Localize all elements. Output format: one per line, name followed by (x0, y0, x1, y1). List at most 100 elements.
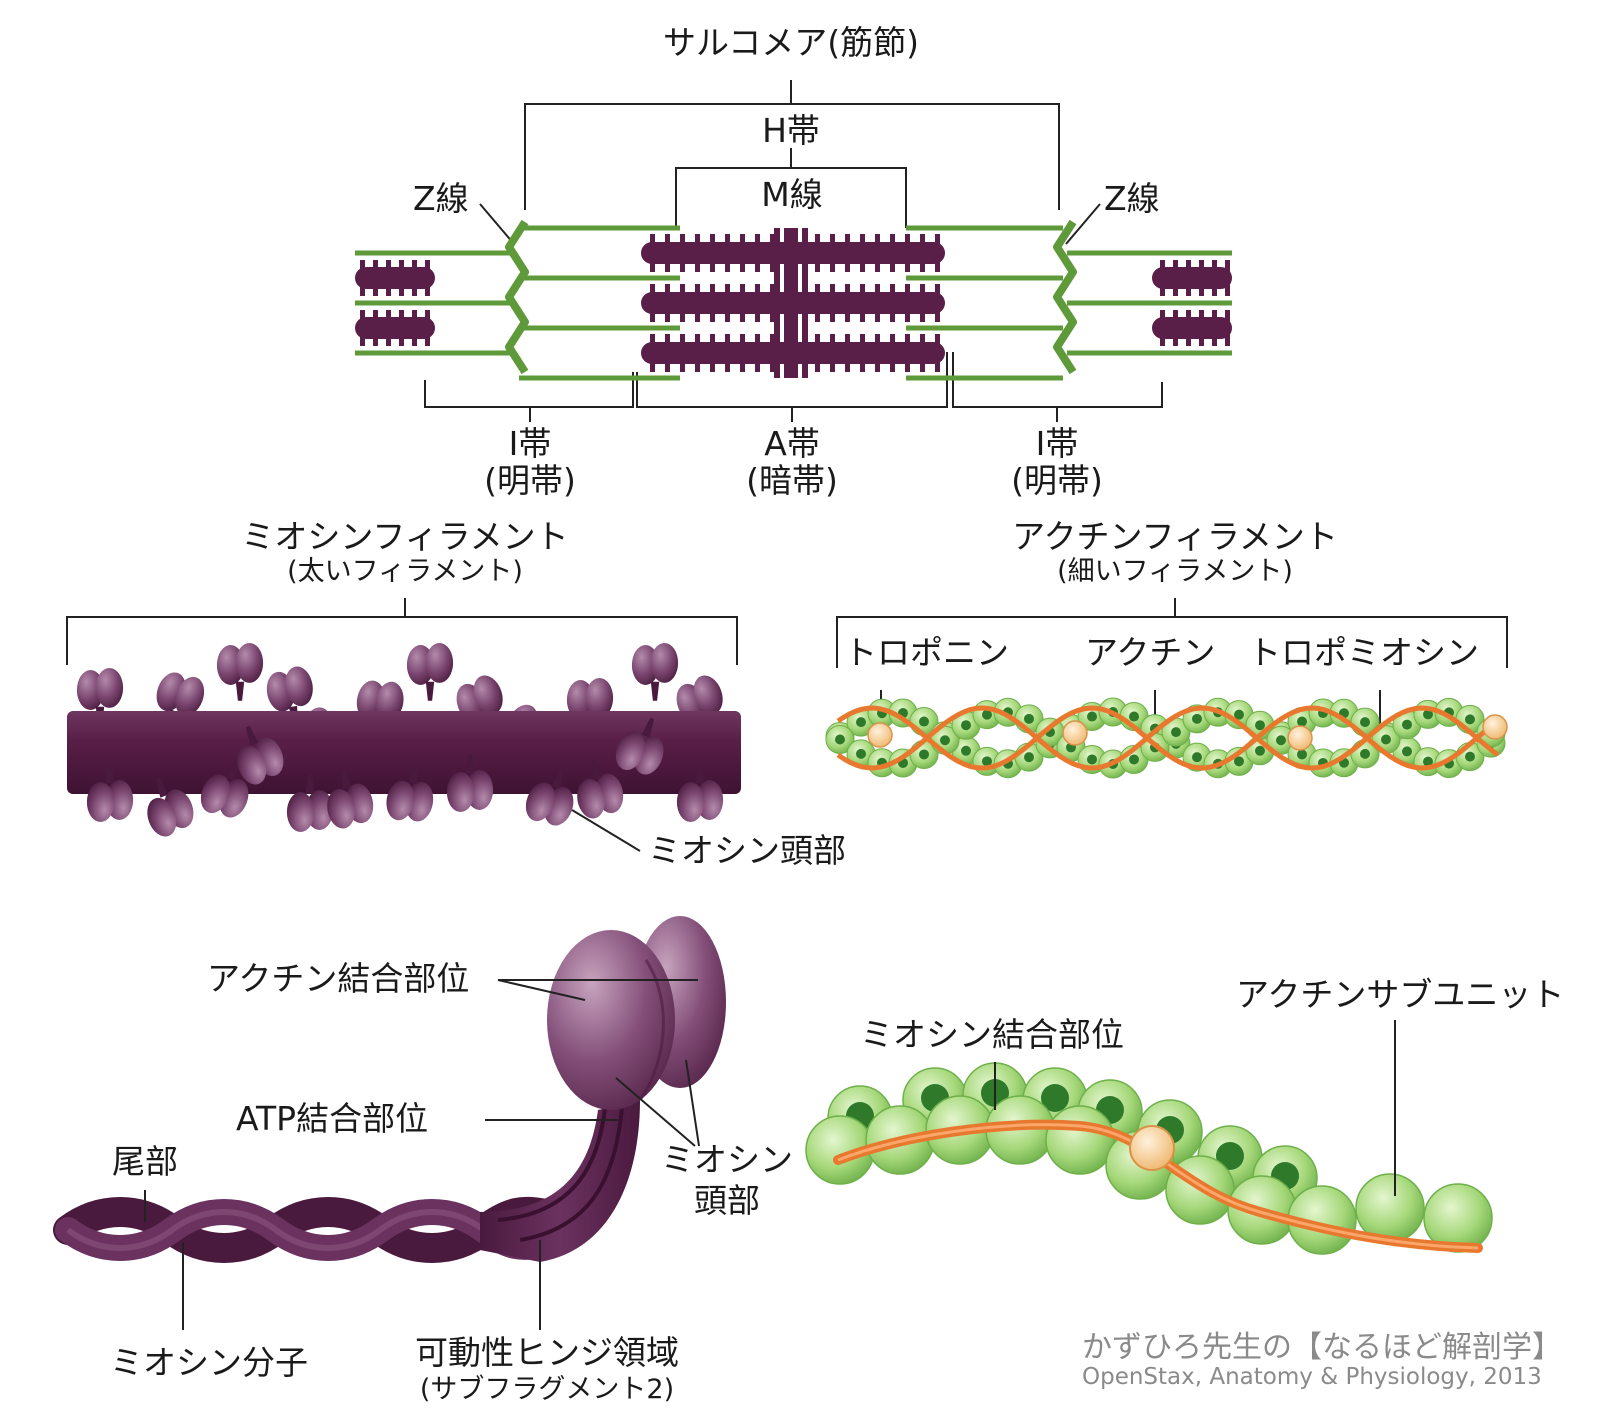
actin-bead-core (835, 734, 845, 745)
hinge-region-label: 可動性ヒンジ領域 (415, 1333, 679, 1372)
myosin-binding-site (1216, 1142, 1244, 1170)
myosin-head-stub (695, 284, 700, 322)
troponin-bead (867, 722, 893, 748)
myosin-head (147, 777, 194, 837)
myosin-head-stub (1173, 260, 1178, 296)
myosin-head-stub (920, 284, 925, 322)
myosin-head-stub (695, 334, 700, 372)
myosin-head-stub (386, 260, 391, 296)
thin-filament-subtitle: (細いフィラメント) (1057, 556, 1293, 587)
myosin-head-stub (710, 284, 715, 322)
actin-bead-core (1360, 748, 1370, 759)
sarcomere-brackets (424, 80, 1163, 422)
actin-bead-core (1465, 714, 1475, 725)
actin-bead-core (1297, 716, 1307, 727)
actin-bead-core (961, 720, 971, 731)
actin-bead-core (982, 709, 992, 720)
myosin-head-lobe (237, 745, 267, 785)
actin-thin-filaments (355, 225, 1232, 381)
actin-bead-core (1192, 713, 1202, 724)
actin-bead-core (919, 749, 929, 760)
myosin-head-neck (226, 760, 240, 781)
myosin-head-stub (740, 234, 745, 272)
myosin-head-stub (399, 260, 404, 296)
myosin-head-lobe (327, 788, 355, 829)
myosin-head-stub (815, 284, 820, 322)
myosin-head-stub (860, 234, 865, 272)
m-line-bar (802, 228, 808, 378)
myosin-head (406, 642, 454, 701)
actin-bead-core (1234, 756, 1244, 767)
myosin-molecule-label: ミオシン分子 (110, 1343, 308, 1382)
myosin-head-stub (1212, 310, 1217, 346)
a-band-label: A帯 (764, 424, 820, 463)
myosin-head-lobe (86, 782, 115, 823)
i-band-left-label: I帯 (508, 424, 552, 463)
myosin-head-stub (1186, 310, 1191, 346)
myosin-head-stub (890, 334, 895, 372)
myosin-head-lobe (585, 677, 614, 718)
myosin-head-stub (360, 310, 365, 346)
actin-bead-core (1087, 754, 1097, 765)
tropomyosin-strand (836, 705, 1500, 771)
actin-label: アクチン (1085, 633, 1216, 672)
myosin-head (327, 769, 374, 829)
z-lines (505, 219, 1077, 375)
myosin-head (525, 768, 574, 826)
myosin-head-stub (875, 284, 880, 322)
myosin-head-stub (1199, 260, 1204, 296)
myosin-head-stub (650, 334, 655, 372)
myosin-head-stub (425, 310, 430, 346)
myosin-head (86, 764, 134, 823)
actin-bead-core (1360, 717, 1370, 728)
actin-bead-core (1297, 749, 1307, 760)
myosin-head-lobe (525, 782, 555, 822)
thick-filament (355, 317, 435, 339)
actin-bead-core (1129, 711, 1139, 722)
myosin-head (216, 642, 264, 701)
myosin-head (577, 759, 624, 819)
actin-bead-core (1129, 754, 1139, 765)
myosin-head-stub (1160, 310, 1165, 346)
actin-bead-core (1255, 720, 1265, 731)
actin-bead-core (1465, 751, 1475, 762)
myosin-head-neck (235, 681, 245, 701)
myosin-head-stub (1186, 260, 1191, 296)
myosin-head-stub (665, 234, 670, 272)
myosin-head-neck (305, 774, 315, 794)
myosin-head-stub (890, 284, 895, 322)
thick-filament-title: ミオシンフィラメント (241, 517, 569, 556)
myosin-head-stub (815, 234, 820, 272)
myosin-head-lobe (676, 782, 705, 823)
myosin-head-lobe (235, 642, 264, 683)
myosin-head (237, 725, 284, 785)
myosin-head (566, 677, 614, 736)
myosin-head-lobe (147, 797, 177, 837)
actin-subunit (1045, 1105, 1115, 1175)
myosin-head-stub (920, 334, 925, 372)
myosin-head-lobe (425, 642, 454, 683)
myosin-head-lobe (95, 667, 124, 708)
myosin-head-stub (860, 334, 865, 372)
myosin-head-neck (155, 777, 169, 798)
tail-label: 尾部 (112, 1142, 178, 1181)
myosin-head-stub (360, 260, 365, 296)
myosin-head-stub (725, 284, 730, 322)
sarcomere-diagram (355, 80, 1232, 422)
myosin-head-stub (770, 284, 775, 322)
myosin-head-neck (551, 768, 565, 789)
thick-filament-subtitle: (太いフィラメント) (287, 556, 523, 587)
myosin-head-stub (740, 284, 745, 322)
myosin-head-lobe (386, 780, 415, 821)
myosin-head-lobe (286, 792, 315, 833)
actin-bead-core (1024, 713, 1034, 724)
myosin-head-stub (710, 334, 715, 372)
myosin-head-stub (1173, 310, 1178, 346)
h-band-label: H帯 (762, 111, 820, 150)
myosin-head-stub (770, 234, 775, 272)
myosin-binding-site (1041, 1084, 1069, 1112)
myosin-head-stub (1225, 260, 1230, 296)
actin-bead-core (1402, 746, 1412, 757)
myosin-head-stub (725, 234, 730, 272)
